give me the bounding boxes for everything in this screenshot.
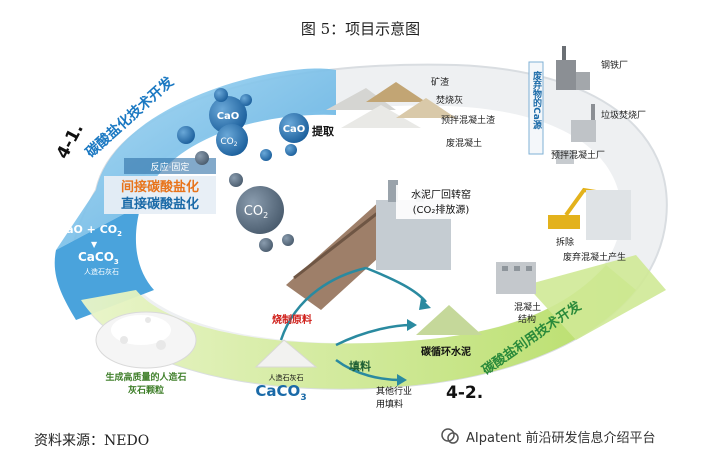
indirect-carbonation: 间接碳酸盐化 xyxy=(121,179,199,195)
other-industry-line2: 用填料 xyxy=(376,398,403,410)
watermark: AIpatent 前沿研发信息介绍平台 xyxy=(440,426,656,446)
arrow-head-cement xyxy=(419,298,431,310)
demolition-label: 拆除 xyxy=(556,236,574,248)
factory-steel: 钢铁厂 xyxy=(601,59,628,71)
reaction-label: 反应·固定 xyxy=(151,161,190,173)
waste-item-waste-concrete: 废混凝土 xyxy=(446,137,482,149)
svg-text:CaO + CO2: CaO + CO2 xyxy=(58,223,122,238)
extraction-label: 提取 xyxy=(312,124,334,138)
factory-incinerator: 垃圾焚烧厂 xyxy=(601,109,646,121)
factory-ready-mix: 预拌混凝土厂 xyxy=(551,149,605,161)
co2-ball-label: CO2 xyxy=(220,137,237,148)
kiln-label-line2: (CO₂排放源) xyxy=(413,203,470,216)
waste-ca-source-box: 废弃物的Ca源 xyxy=(528,61,544,155)
caco3-large-sub: 3 xyxy=(300,393,306,403)
waste-item-ash: 焚烧灰 xyxy=(436,94,463,106)
molecule-cluster: CaO CO2 CaO CO2 xyxy=(177,88,309,252)
limestone-pile xyxy=(254,339,318,368)
waste-piles xyxy=(326,82,456,128)
waste-item-slag: 矿渣 xyxy=(431,76,449,88)
concrete-structure xyxy=(496,262,536,294)
flow-arrows xyxy=(279,266,427,382)
waste-concrete-generation-label: 废弃混凝土产生 xyxy=(563,251,626,263)
concrete-structure-line2: 结构 xyxy=(518,313,536,325)
kiln-label-line1: 水泥厂回转窑 xyxy=(411,188,471,201)
co2-large-ball-label: CO2 xyxy=(244,204,268,220)
watermark-text: AIpatent 前沿研发信息介绍平台 xyxy=(466,430,656,446)
direct-carbonation: 直接碳酸盐化 xyxy=(121,196,199,212)
concrete-structure-line1: 混凝土 xyxy=(514,301,541,313)
equation-line2-sub: 3 xyxy=(114,258,119,266)
cao-ball-label: CaO xyxy=(217,111,240,122)
granule-photo xyxy=(95,311,197,369)
project-diagram: 4-1. 碳酸盐化技术开发 反应·固定 间接碳酸盐化 直接碳酸盐化 CaO + … xyxy=(36,40,696,420)
equation-caption: 人造石灰石 xyxy=(84,267,119,276)
cao-ball-label-2: CaO xyxy=(283,124,306,135)
waste-item-concrete-slurry: 预拌混凝土渣 xyxy=(441,114,495,126)
equation-arrow: ▼ xyxy=(91,240,98,249)
caco3-large-label: CaCO xyxy=(255,382,300,400)
svg-text:CaCO3: CaCO3 xyxy=(78,250,119,266)
svg-text:CaCO3: CaCO3 xyxy=(255,382,306,403)
section-4-2-number: 4-2. xyxy=(446,383,483,403)
burn-material-label: 烧制原料 xyxy=(272,313,312,326)
waste-source-list: 矿渣 焚烧灰 预拌混凝土渣 废混凝土 xyxy=(431,76,495,149)
equation-line1-sub: 2 xyxy=(117,230,122,238)
figure-title: 图 5：项目示意图 xyxy=(300,20,421,38)
factory-icons xyxy=(556,46,596,164)
arrow-head-other xyxy=(397,374,407,386)
carbonation-box: 反应·固定 间接碳酸盐化 直接碳酸盐化 xyxy=(104,158,216,214)
waste-ca-source-title: 废弃物的Ca源 xyxy=(531,70,542,130)
limestone-small-label: 人造石灰石 xyxy=(269,373,304,382)
wechat-logo-icon xyxy=(441,428,459,444)
equation-line2: CaCO xyxy=(78,250,114,264)
arrow-head-filler xyxy=(407,319,417,331)
high-quality-line2: 灰石颗粒 xyxy=(128,384,164,396)
source-label: 资料来源：NEDO xyxy=(34,433,150,449)
reaction-equation: CaO + CO2 ▼ CaCO3 人造石灰石 xyxy=(58,223,122,276)
cement-pile xyxy=(416,305,482,335)
filler-label: 填料 xyxy=(349,359,371,373)
demolition-excavator xyxy=(548,187,631,240)
kiln-label-box: 水泥厂回转窑 (CO₂排放源) xyxy=(396,185,486,219)
equation-line1: CaO + CO xyxy=(58,223,117,236)
other-industry-line1: 其他行业 xyxy=(376,385,412,397)
high-quality-line1: 生成高质量的人造石 xyxy=(105,371,186,383)
carbon-cement-label: 碳循环水泥 xyxy=(421,345,471,358)
section-4-1-number: 4-1. xyxy=(53,120,88,162)
